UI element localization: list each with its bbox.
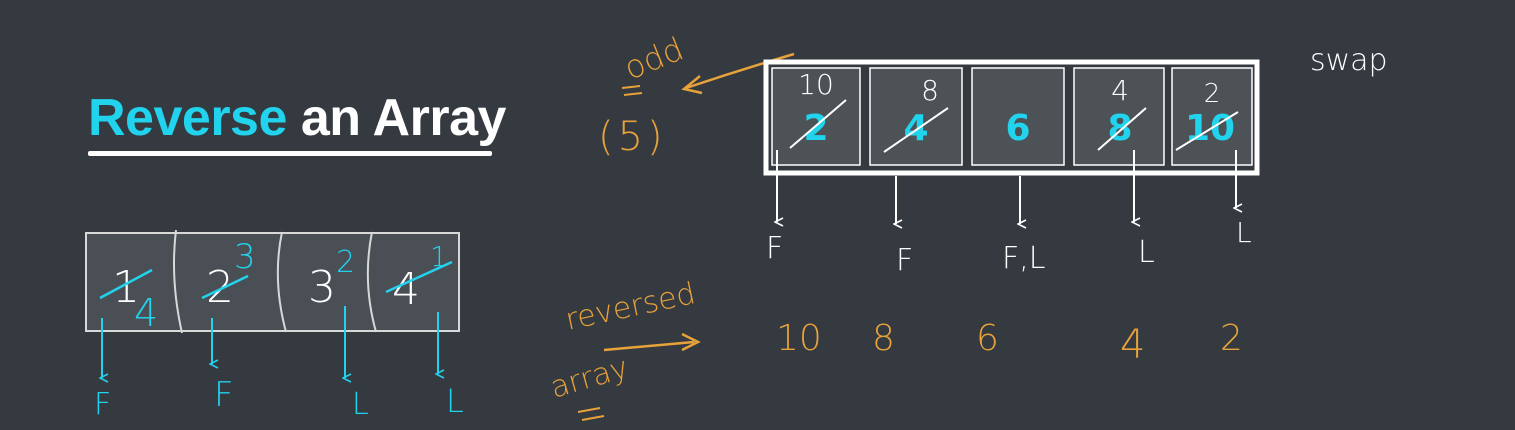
left-divider-2 [276, 231, 287, 333]
reversed-value-5: 2 [1220, 318, 1243, 359]
reversed-arrow-head [681, 332, 701, 352]
main-cell-4-bg [1073, 67, 1165, 166]
left-cell-4-orig: 4 [392, 264, 420, 315]
main-cell-1-bg [771, 67, 861, 166]
reversed-value-1: 10 [776, 318, 822, 359]
left-cell-2-orig: 2 [206, 262, 234, 313]
main-cell-1-value: 2 [803, 108, 828, 149]
main-cell-4-new: 4 [1111, 74, 1129, 107]
reversed-label-line2: array [547, 350, 633, 405]
count-label: (5) [598, 114, 667, 160]
reversed-label-line1: reversed [562, 276, 698, 338]
reversed-value-4: 4 [1120, 322, 1145, 368]
odd-underline-1 [621, 85, 641, 89]
main-cell-3-value: 6 [1005, 108, 1030, 149]
main-cell-2-strike [883, 107, 949, 153]
left-cell-4-strike [385, 260, 453, 294]
left-pointer-label-2: F [214, 375, 234, 415]
reversed-note: reversed array [547, 276, 701, 421]
left-cell-2-new: 3 [234, 237, 256, 277]
page-title: Reverse an Array [88, 88, 506, 148]
main-cell-5-strike [1175, 111, 1239, 151]
main-pointer-label-5: L [1236, 216, 1252, 249]
left-cell-1-strike [99, 268, 153, 300]
reversed-arrow-line [603, 340, 695, 352]
left-divider-3 [366, 231, 377, 333]
reversed-value-3: 6 [976, 318, 999, 359]
main-pointer-label-1: F [766, 231, 783, 266]
array-underline-1 [577, 407, 601, 413]
swap-label: swap [1310, 43, 1388, 78]
title-rest: an Array [300, 89, 507, 147]
title-underline [88, 151, 492, 156]
main-cell-1-strike [789, 99, 847, 149]
title-highlight: Reverse [88, 89, 287, 147]
main-array: 2 4 6 8 10 10 8 4 2 F F F,L L L [763, 59, 1260, 278]
left-cell-1-new: 4 [134, 291, 158, 335]
left-cell-2-strike [201, 274, 249, 300]
main-cell-2-value: 4 [903, 108, 928, 149]
odd-label: odd [619, 30, 689, 88]
left-cell-1-orig: 1 [112, 262, 140, 313]
array-underline-2 [581, 415, 605, 421]
reversed-value-2: 8 [872, 318, 895, 359]
main-pointer-label-4: L [1138, 235, 1155, 270]
main-cell-3-bg [971, 67, 1065, 166]
reversed-values: 10 8 6 4 2 [776, 318, 1243, 368]
main-cell-5-bg [1171, 67, 1253, 166]
odd-arrow-head [681, 75, 703, 95]
left-array: 1 4 2 3 3 2 4 1 F F L L [85, 229, 464, 422]
main-pointer-label-3: F,L [1002, 241, 1046, 276]
main-cell-2-bg [869, 67, 963, 166]
left-pointer-label-3: L [352, 387, 369, 422]
left-divider-1 [173, 229, 183, 334]
main-cell-4-strike [1097, 107, 1147, 151]
left-pointer-label-1: F [94, 387, 111, 422]
left-pointer-label-4: L [446, 382, 464, 420]
left-cell-3-orig: 3 [308, 262, 336, 313]
main-pointer-label-2: F [896, 243, 913, 278]
left-cell-3-new: 2 [336, 245, 355, 280]
main-cell-1-new: 10 [798, 68, 834, 101]
main-cell-2-new: 8 [921, 74, 939, 107]
left-cell-4-new: 1 [430, 240, 448, 273]
left-array-box [85, 232, 460, 332]
main-cell-5-new: 2 [1204, 79, 1221, 109]
main-cell-4-value: 8 [1107, 108, 1132, 149]
odd-arrow-line [685, 52, 795, 90]
odd-underline-2 [623, 92, 643, 96]
